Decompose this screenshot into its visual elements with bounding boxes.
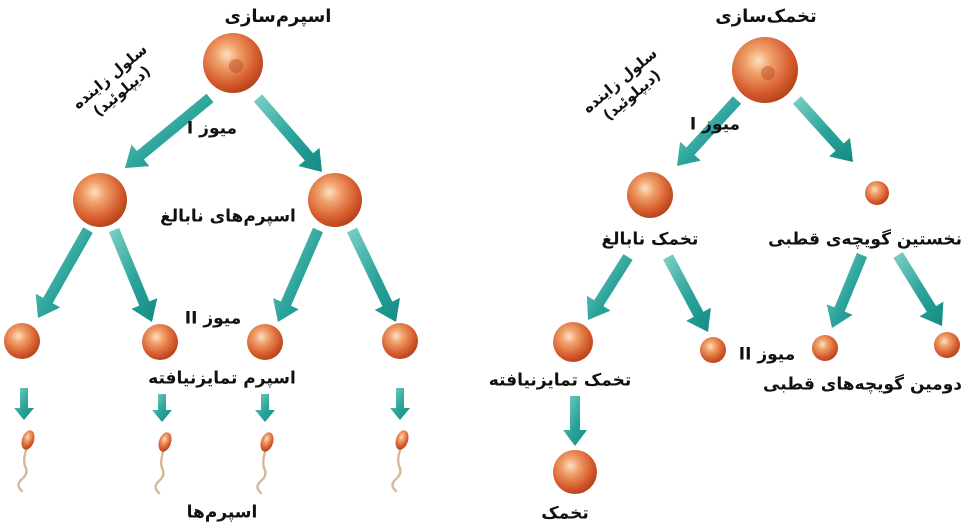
arrow-oo-meiosis2-egg-right [663,254,711,332]
second-polar-bodies-label: دومین گویچه‌های قطبی [763,374,962,395]
spermatid-4 [382,323,418,359]
oogenesis-title: تخمک‌سازی [715,6,817,27]
nucleus [229,59,243,73]
arrow-oo-meiosis1-right [792,96,853,162]
egg-germ-cell [732,37,798,103]
egg-cell [553,450,597,494]
undifferentiated-egg-label: تخمک تمایزنیافته [488,370,632,391]
arrow-oo-polar-left [826,252,868,328]
spermatid-3 [247,324,283,360]
spermatogenesis-arrows [14,93,410,422]
first-polar-body-label: نخستین گویچه‌ی قطبی [768,229,962,250]
immature-egg-cell [627,172,673,218]
sperm-cell-1 [17,430,35,493]
arrow-meiosis2-1 [35,227,93,318]
immature-sperm-label: اسپرم‌های نابالغ [160,206,296,227]
second-polar-body-3 [934,332,960,358]
arrow-differentiation-2 [152,394,172,422]
arrow-meiosis1-left [125,93,214,168]
first-polar-body [865,181,889,205]
arrow-meiosis2-2 [108,227,158,322]
arrow-differentiation-3 [255,394,275,422]
sperm-cell-4 [391,430,409,493]
egg-label: تخمک [541,503,589,524]
second-polar-body-1 [700,337,726,363]
arrow-oo-polar-right [893,252,944,326]
second-polar-body-2 [812,335,838,361]
oogenesis-arrows [563,96,944,446]
arrow-meiosis1-right [253,94,322,172]
arrow-differentiation-1 [14,388,34,420]
arrow-oo-differentiation [563,396,587,446]
sperm-cells [17,430,409,495]
undifferentiated-sperm-label: اسپرم تمایزنیافته [148,368,296,389]
immature-sperm-cell-left [73,173,127,227]
arrow-oo-meiosis2-egg-left [586,254,633,320]
oo-meiosis2-label: میوز II [738,344,796,365]
oogenesis-cells [553,37,960,494]
immature-egg-label: تخمک نابالغ [601,229,699,250]
arrow-oo-meiosis1-left [677,96,742,166]
arrow-differentiation-4 [390,388,410,420]
meiosis1-label: میوز I [186,118,238,139]
sperm-label: اسپرم‌ها [186,502,258,523]
nucleus [761,66,775,80]
arrow-meiosis2-4 [347,227,400,322]
spermatid-1 [4,323,40,359]
spermatogenesis-cells [4,33,418,360]
sperm-germ-cell [203,33,263,93]
spermatid-2 [142,324,178,360]
immature-sperm-cell-right [308,173,362,227]
arrow-meiosis2-3 [273,227,323,322]
spermatogenesis-title: اسپرم‌سازی [224,6,332,27]
sperm-cell-2 [154,432,172,495]
undifferentiated-egg-cell [553,322,593,362]
sperm-cell-3 [256,432,274,495]
oo-meiosis1-label: میوز I [689,114,741,135]
meiosis2-label: میوز II [184,308,242,329]
